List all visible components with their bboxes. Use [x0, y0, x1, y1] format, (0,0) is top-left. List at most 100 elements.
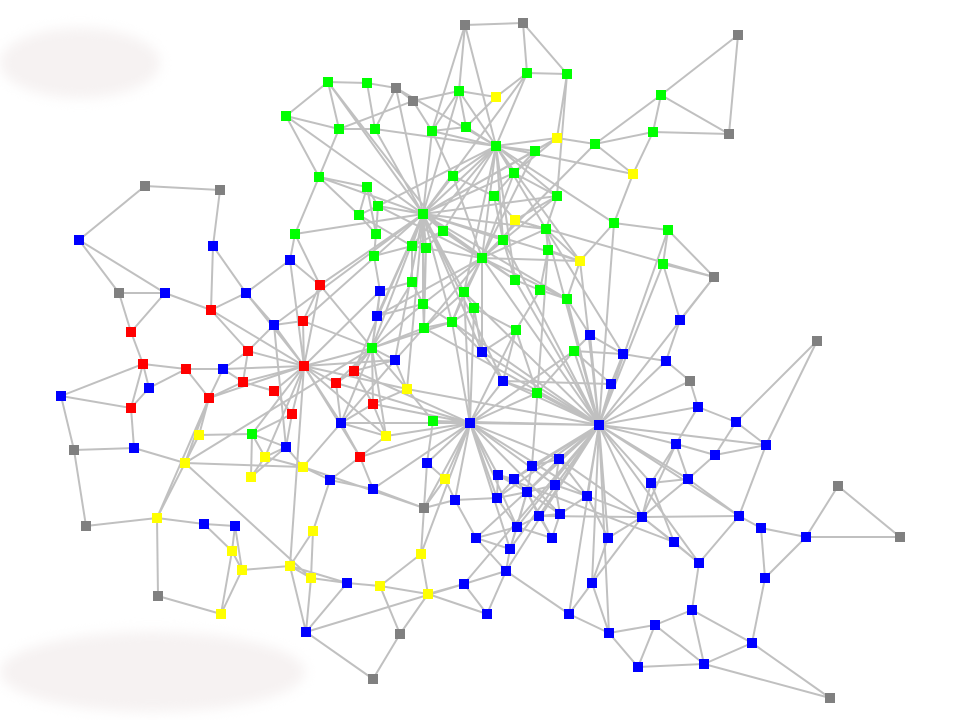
edge	[641, 482, 652, 518]
edge	[426, 422, 471, 464]
edge	[573, 350, 624, 355]
node-yellow	[194, 430, 204, 440]
node-blue	[512, 522, 522, 532]
edge	[481, 145, 497, 259]
edge	[371, 281, 413, 349]
node-blue	[74, 235, 84, 245]
edge	[251, 433, 287, 448]
edge	[568, 582, 593, 615]
edge	[454, 497, 498, 501]
edge	[637, 624, 656, 668]
edge	[573, 350, 600, 426]
edge	[598, 360, 667, 426]
edge	[691, 609, 705, 665]
edge	[420, 507, 425, 555]
node-blue	[637, 512, 647, 522]
background-smudge-bottom-left	[0, 632, 305, 712]
node-yellow	[246, 472, 256, 482]
edge	[641, 443, 677, 518]
edge	[660, 94, 730, 135]
edge	[251, 413, 293, 435]
node-blue	[734, 511, 744, 521]
edge	[486, 570, 507, 615]
edge	[665, 319, 681, 362]
edge	[184, 347, 373, 464]
edge	[427, 593, 488, 615]
node-green	[609, 218, 619, 228]
node-green	[530, 146, 540, 156]
edge	[203, 523, 236, 527]
node-green	[362, 78, 372, 88]
node-gray	[733, 30, 743, 40]
edge	[675, 406, 699, 445]
edge	[458, 24, 466, 92]
edge	[294, 233, 321, 286]
edge	[376, 213, 424, 317]
edge	[422, 90, 460, 215]
edge	[714, 444, 767, 456]
edge	[303, 365, 342, 424]
node-green	[590, 139, 600, 149]
edge	[423, 327, 600, 426]
node-green	[454, 86, 464, 96]
node-gray	[81, 521, 91, 531]
node-yellow	[375, 581, 385, 591]
edge	[220, 550, 233, 615]
edge	[431, 24, 466, 132]
edge	[423, 422, 471, 509]
edge	[327, 81, 368, 84]
node-blue	[669, 537, 679, 547]
edge	[698, 515, 740, 564]
edge	[371, 347, 387, 437]
edge	[208, 365, 305, 399]
edge	[374, 87, 397, 130]
edge	[130, 363, 144, 409]
edge	[586, 495, 643, 518]
edge	[751, 577, 766, 644]
node-blue	[375, 286, 385, 296]
node-gray	[812, 336, 822, 346]
node-gray	[825, 693, 835, 703]
edge	[359, 456, 374, 490]
node-gray	[419, 503, 429, 513]
edge	[454, 422, 471, 501]
node-blue	[687, 605, 697, 615]
edge	[198, 433, 253, 436]
edge	[420, 553, 429, 595]
node-red	[243, 346, 253, 356]
edge	[594, 131, 654, 145]
edge	[728, 34, 739, 135]
node-green	[535, 285, 545, 295]
edge	[735, 340, 818, 423]
edge	[502, 380, 612, 385]
node-blue	[241, 288, 251, 298]
node-blue	[731, 417, 741, 427]
node-green	[373, 201, 383, 211]
edge	[395, 87, 424, 215]
node-green	[648, 127, 658, 137]
node-green	[447, 317, 457, 327]
node-yellow	[381, 431, 391, 441]
edge	[473, 307, 517, 331]
edge	[598, 222, 615, 426]
edge	[60, 395, 75, 451]
edge	[469, 422, 556, 486]
edge	[458, 90, 467, 128]
node-green	[407, 241, 417, 251]
node-blue	[505, 544, 515, 554]
edge	[285, 413, 293, 448]
edge	[371, 303, 424, 349]
node-gray	[368, 674, 378, 684]
node-gray	[724, 129, 734, 139]
node-green	[418, 209, 428, 219]
node-blue	[710, 450, 720, 460]
edge	[73, 447, 135, 451]
node-green	[541, 224, 551, 234]
edge	[545, 228, 624, 355]
edge	[598, 406, 699, 426]
edge	[556, 137, 596, 145]
edge	[641, 515, 740, 518]
edge	[598, 424, 740, 517]
edge	[760, 527, 807, 538]
edge	[463, 424, 600, 585]
